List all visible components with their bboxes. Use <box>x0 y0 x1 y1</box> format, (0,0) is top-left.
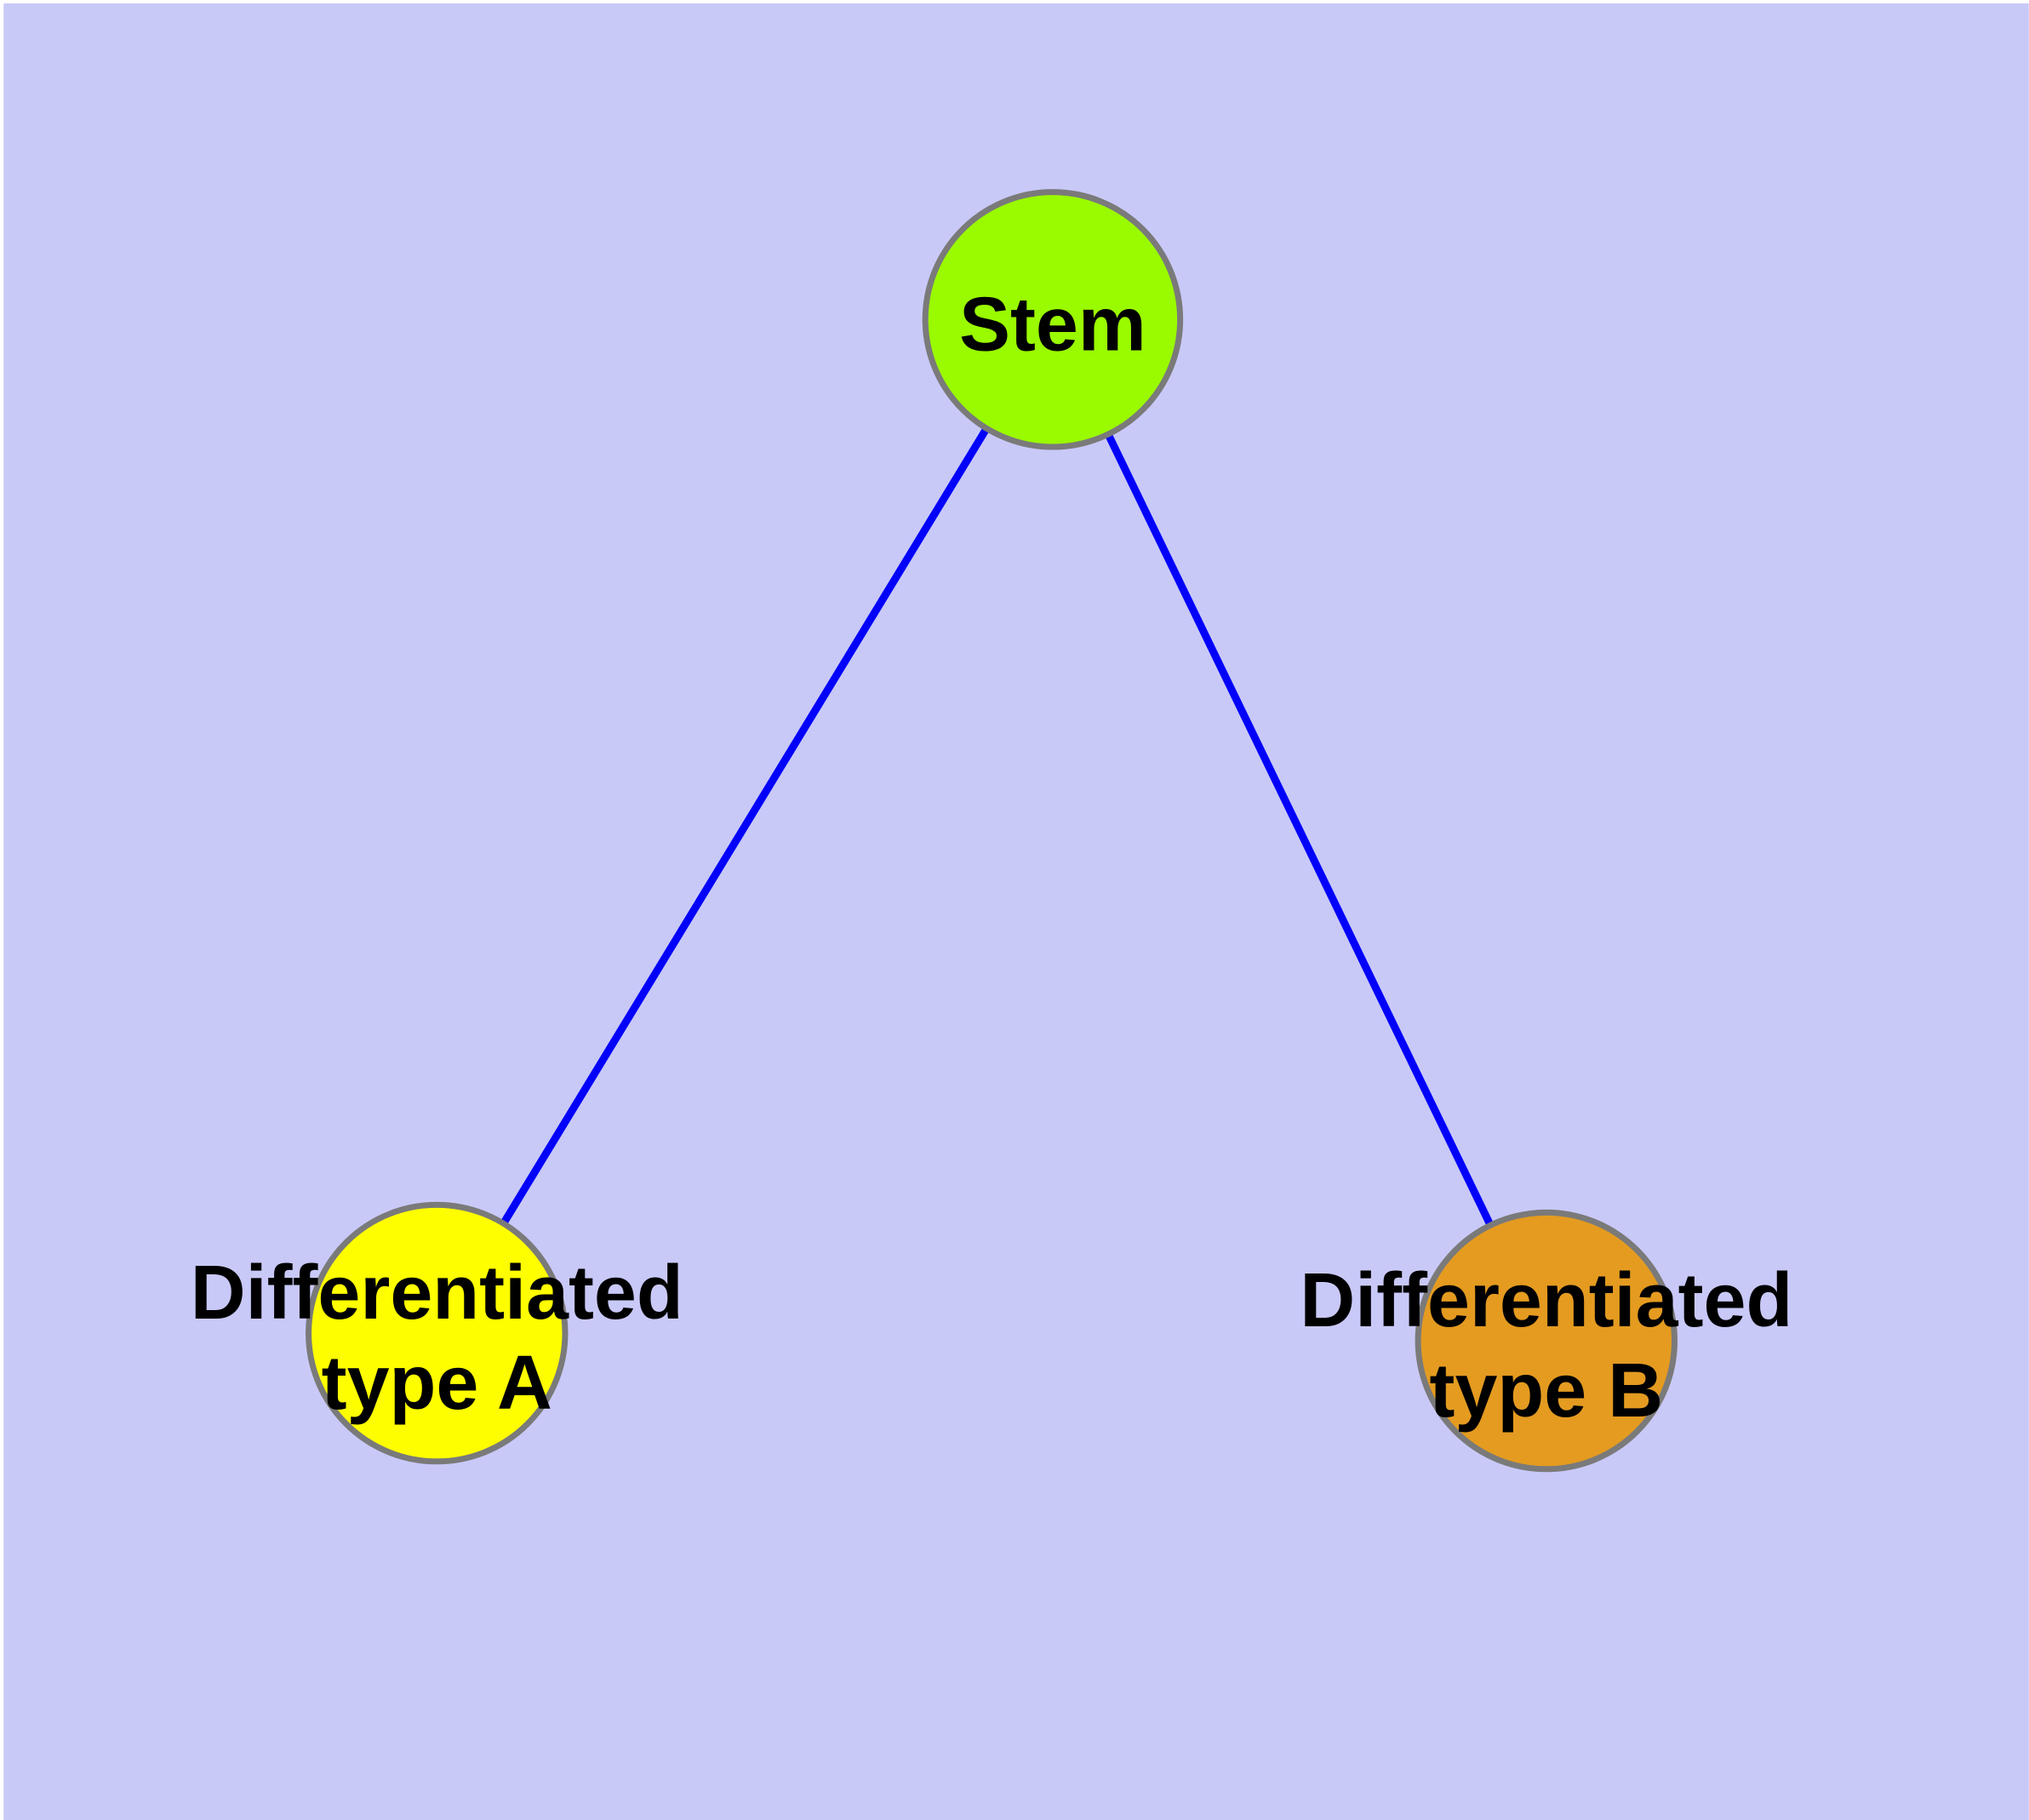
edge-stem-to-diff-b <box>1049 318 1550 1343</box>
node-label-line: type B <box>1430 1348 1664 1434</box>
edge-stem-to-diff-a <box>433 317 1056 1336</box>
node-label-line: type A <box>322 1341 552 1426</box>
node-circle-stem <box>922 189 1184 450</box>
node-label-line: Differentiated <box>1300 1258 1792 1343</box>
node-label-stem: Stem <box>959 282 1146 367</box>
node-label-line: Stem <box>959 282 1146 367</box>
node-circle-diff-b <box>1415 1209 1678 1473</box>
node-stem: Stem <box>922 189 1184 450</box>
node-label-line: Differentiated <box>191 1251 683 1336</box>
edge-layer <box>433 317 1550 1343</box>
node-circle-diff-a <box>306 1201 569 1465</box>
